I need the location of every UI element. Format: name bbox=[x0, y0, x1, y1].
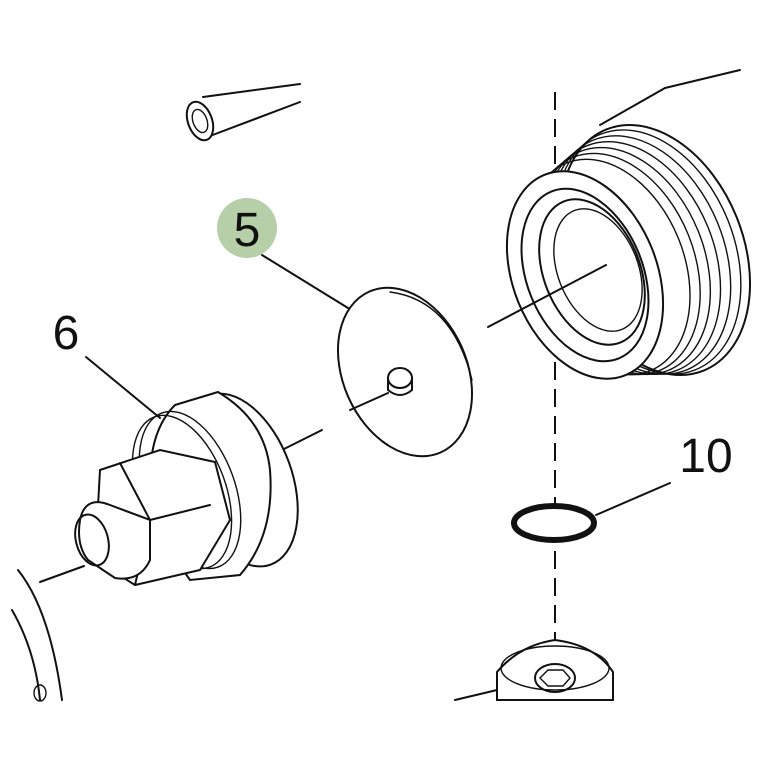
callout-10: 10 bbox=[679, 430, 732, 483]
part-axis-upper bbox=[487, 264, 607, 328]
callout-5-label: 5 bbox=[234, 204, 261, 257]
callout-10-label: 10 bbox=[679, 430, 732, 483]
leader-line-6 bbox=[85, 356, 161, 419]
callout-5: 5 bbox=[217, 198, 277, 258]
callout-5-highlight bbox=[217, 198, 277, 258]
leader-line-10 bbox=[595, 482, 671, 516]
leader-line-5 bbox=[261, 254, 349, 309]
lower-nut-part bbox=[454, 638, 614, 701]
partial-ring-part bbox=[11, 569, 63, 702]
callout-6: 6 bbox=[53, 307, 80, 360]
threaded-ring-part bbox=[505, 69, 752, 380]
o-ring-part bbox=[511, 503, 597, 543]
pin-part bbox=[185, 83, 301, 142]
disc-washer-part bbox=[336, 286, 474, 458]
hex-plug-part bbox=[39, 390, 299, 587]
callout-6-label: 6 bbox=[53, 307, 80, 360]
